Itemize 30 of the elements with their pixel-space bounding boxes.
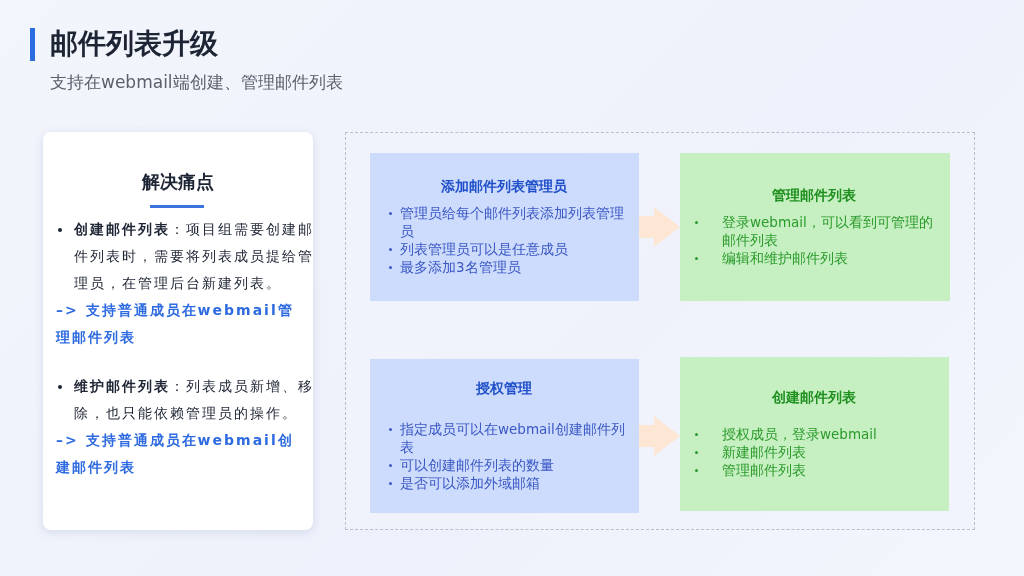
bullet-item: 是否可以添加外域邮箱 [382,474,625,492]
block-arrow [639,416,680,456]
info-card [43,132,313,530]
result-note: –> 支持普通成员在webmail创建邮件列表 [56,431,295,477]
block-arrow [639,207,680,247]
process-box [370,153,639,301]
process-box [680,357,949,511]
box-title: 创建邮件列表 [770,389,857,407]
result-note: –> 支持普通成员在webmail管理邮件列表 [56,301,295,347]
bullet-item: 管理邮件列表 [692,461,935,479]
bullet-item: 最多添加3名管理员 [382,258,625,276]
box-title: 添加邮件列表管理员 [439,178,568,196]
bullet-item: 授权成员，登录webmail [692,425,935,443]
process-box [680,153,950,301]
card-heading: 解决痛点 [140,170,215,194]
bullet-item: 可以创建邮件列表的数量 [382,456,625,474]
bullet-item: 管理员给每个邮件列表添加列表管理员 [382,204,625,240]
pain-point-text: 创建邮件列表：项目组需要创建邮件列表时，需要将列表成员提给管理员，在管理后台新建列表。 [56,216,317,297]
bullet-item: 新建邮件列表 [692,443,935,461]
pain-point-text: 维护邮件列表：列表成员新增、移除，也只能依赖管理员的操作。 [56,373,317,427]
bullet-item: 指定成员可以在webmail创建邮件列表 [382,420,625,456]
bullet-item: 编辑和维护邮件列表 [692,249,936,267]
process-box [370,359,639,513]
dashed-group-frame [345,132,975,530]
box-title: 管理邮件列表 [771,187,857,205]
bullet-item: 列表管理员可以是任意成员 [382,240,625,258]
subtitle: 支持在webmail端创建、管理邮件列表 [50,71,343,94]
bullet-item: 登录webmail，可以看到可管理的邮件列表 [692,213,936,249]
box-title: 授权管理 [474,380,533,398]
slide-title: 邮件列表升级 [50,26,218,62]
